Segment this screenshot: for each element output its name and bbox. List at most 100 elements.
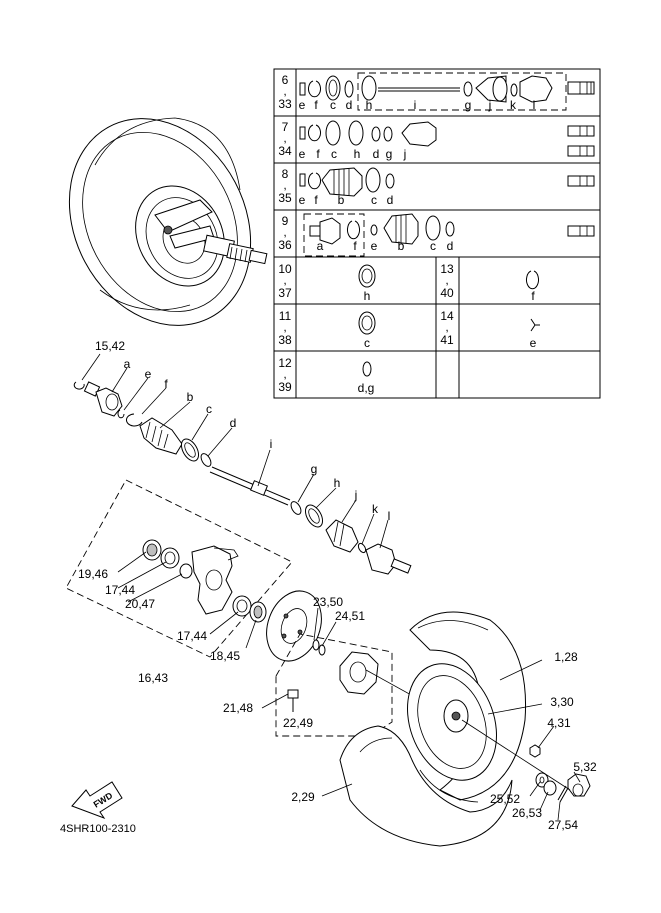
drive-shaft-parts bbox=[73, 381, 412, 575]
callout-label: l bbox=[388, 509, 391, 523]
callout-label: k bbox=[372, 502, 379, 516]
table-cell-ref: 38 bbox=[278, 333, 292, 347]
top-wheel-assembly bbox=[68, 117, 268, 326]
callout-label: 17,44 bbox=[177, 629, 207, 643]
table-cell-ref: , bbox=[283, 273, 286, 287]
table-cell-ref: 10 bbox=[278, 262, 292, 276]
table-part-label: d bbox=[387, 193, 394, 207]
callout-label: 4,31 bbox=[547, 716, 571, 730]
table-part-label: h bbox=[366, 98, 373, 112]
callout-label: 5,32 bbox=[573, 760, 597, 774]
callout-label: 16,43 bbox=[138, 671, 168, 685]
callout-label: 24,51 bbox=[335, 609, 365, 623]
table-part-label: g bbox=[386, 147, 393, 161]
table-row-9-36-icons bbox=[303, 213, 595, 257]
table-part-label: f bbox=[316, 147, 320, 161]
table-cell-ref: , bbox=[283, 367, 286, 381]
table-cell-ref: 14 bbox=[440, 309, 454, 323]
callout-label: d bbox=[230, 416, 237, 430]
callout-label: 2,29 bbox=[291, 790, 315, 804]
table-cell-ref: 41 bbox=[440, 333, 454, 347]
table-part-label: e bbox=[299, 98, 306, 112]
table-part-label: h bbox=[354, 147, 361, 161]
callout-label: 15,42 bbox=[95, 339, 125, 353]
table-part-label: g bbox=[465, 98, 472, 112]
table-row-ref: 6 bbox=[282, 73, 289, 87]
callout-label: c bbox=[206, 402, 212, 416]
table-part-label: c bbox=[371, 193, 377, 207]
table-cell-ref: , bbox=[445, 273, 448, 287]
drawing-code: 4SHR100-2310 bbox=[60, 823, 136, 835]
callout-label: i bbox=[270, 437, 273, 451]
callout-label: f bbox=[164, 377, 168, 391]
table-row-ref: , bbox=[283, 131, 286, 145]
knuckle-assembly bbox=[65, 479, 293, 658]
table-part-label: j bbox=[403, 147, 407, 161]
table-row-ref: 8 bbox=[282, 167, 289, 181]
table-part-label: b bbox=[398, 239, 405, 253]
table-part-label: e bbox=[371, 239, 378, 253]
table-part-label: k bbox=[510, 98, 517, 112]
table-row-ref: 33 bbox=[278, 97, 292, 111]
callout-label: 22,49 bbox=[283, 716, 313, 730]
callout-label: 20,47 bbox=[125, 597, 155, 611]
callout-label: g bbox=[311, 462, 318, 476]
brake-hub-assembly bbox=[266, 590, 461, 737]
table-cell-ref: 11 bbox=[279, 309, 292, 323]
table-row-ref: 34 bbox=[278, 144, 292, 158]
table-part-label: f bbox=[353, 239, 357, 253]
callout-label: e bbox=[145, 367, 152, 381]
callout-label: 27,54 bbox=[548, 818, 578, 832]
parts-table: 6 , 33 7 , 34 8 , 35 9 , 36 10 , 37 11 ,… bbox=[273, 68, 601, 399]
fwd-direction-icon: FWD bbox=[71, 781, 123, 820]
table-row-ref: , bbox=[283, 84, 286, 98]
table-row-ref: 35 bbox=[278, 191, 292, 205]
callout-label: 18,45 bbox=[210, 649, 240, 663]
table-cell-ref: 13 bbox=[440, 262, 454, 276]
callout-labels: 15,42 a e f b c d i g h j k l 19,46 17,4… bbox=[78, 339, 597, 832]
callout-label: 17,44 bbox=[105, 583, 135, 597]
table-part-label: d bbox=[373, 147, 380, 161]
callout-label: 23,50 bbox=[313, 595, 343, 609]
table-cell-ref: 37 bbox=[278, 286, 292, 300]
table-part-label: d bbox=[447, 239, 454, 253]
callout-label: j bbox=[354, 488, 358, 502]
table-row-ref: , bbox=[283, 225, 286, 239]
table-part-label: b bbox=[338, 193, 345, 207]
callout-label: 19,46 bbox=[78, 567, 108, 581]
table-part-label: f bbox=[314, 193, 318, 207]
table-cell-ref: 40 bbox=[440, 286, 454, 300]
table-cell-ref: , bbox=[283, 320, 286, 334]
table-part-label: f bbox=[314, 98, 318, 112]
table-part-label: l bbox=[533, 98, 536, 112]
table-row-7-34-icons bbox=[299, 120, 595, 157]
table-part-label: a bbox=[317, 239, 324, 253]
table-row-ref: 9 bbox=[282, 214, 289, 228]
leader-lines bbox=[81, 353, 581, 821]
table-cell-icons bbox=[358, 264, 540, 377]
table-part-label: i bbox=[414, 98, 417, 112]
table-part-label: c bbox=[430, 239, 436, 253]
callout-label: 26,53 bbox=[512, 806, 542, 820]
table-part-label: j bbox=[488, 98, 492, 112]
table-row-6-33-icons bbox=[299, 72, 595, 111]
callout-label: b bbox=[187, 390, 194, 404]
table-cell-ref: 39 bbox=[278, 380, 292, 394]
table-part-label: c bbox=[331, 147, 337, 161]
table-part-label: e bbox=[530, 336, 537, 350]
table-part-label: c bbox=[364, 336, 370, 350]
callout-label: h bbox=[334, 476, 341, 490]
bottom-wheel bbox=[339, 611, 591, 847]
table-cell-ref: , bbox=[445, 320, 448, 334]
table-row-ref: 36 bbox=[278, 238, 292, 252]
table-part-label: e bbox=[299, 193, 306, 207]
callout-label: 25,52 bbox=[490, 792, 520, 806]
table-part-label: d,g bbox=[358, 381, 375, 395]
table-row-ref: 7 bbox=[282, 120, 289, 134]
callout-label: 1,28 bbox=[554, 650, 578, 664]
table-part-label: d bbox=[346, 98, 353, 112]
callout-label: 3,30 bbox=[550, 695, 574, 709]
table-part-label: c bbox=[330, 98, 336, 112]
table-part-label: e bbox=[299, 147, 306, 161]
